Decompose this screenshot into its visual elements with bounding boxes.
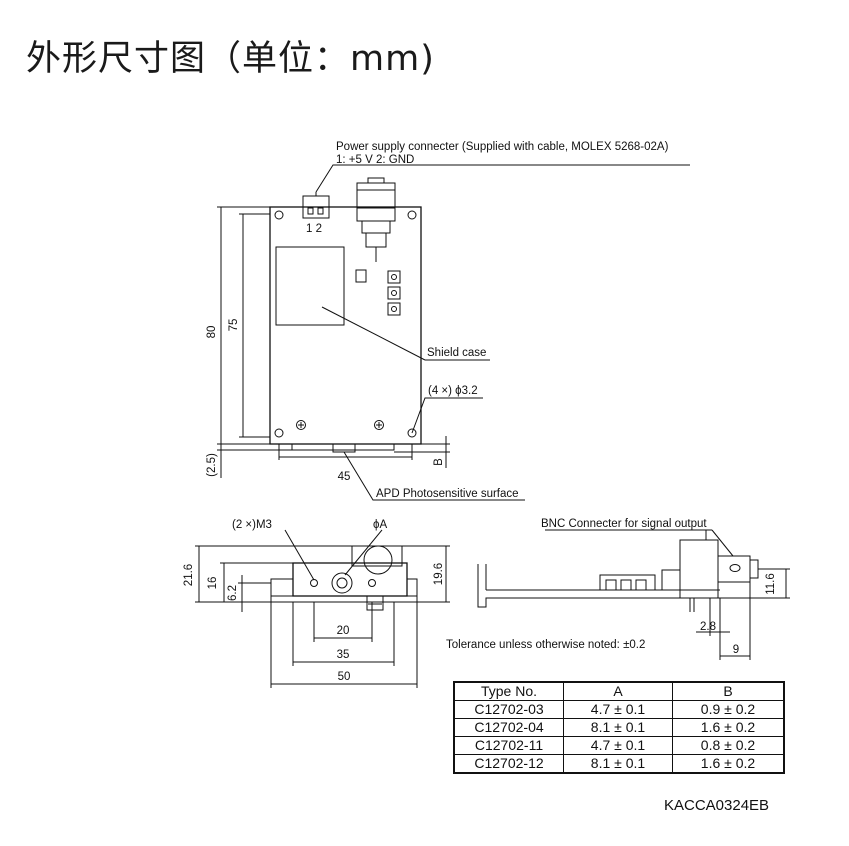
mount-hole [274, 428, 284, 438]
dim-35: 35 [337, 649, 350, 661]
b-cell: 1.6 ± 0.2 [672, 718, 785, 737]
power-pin-label: 1: +5 V 2: GND [336, 154, 414, 166]
a-cell: 8.1 ± 0.1 [563, 754, 673, 774]
header-b: B [672, 681, 785, 701]
mount-hole [407, 210, 417, 220]
dim-45: 45 [338, 471, 351, 483]
dim-80: 80 [206, 326, 218, 339]
shield-case [275, 246, 345, 326]
dim-b: B [433, 458, 445, 466]
table-row: C12702-03 4.7 ± 0.1 0.9 ± 0.2 [453, 700, 785, 719]
type-cell: C12702-11 [453, 736, 564, 755]
dim-2-5: (2.5) [206, 453, 218, 477]
dim-75: 75 [228, 319, 240, 332]
header-type-no: Type No. [453, 681, 564, 701]
table-row: C12702-11 4.7 ± 0.1 0.8 ± 0.2 [453, 736, 785, 755]
header-a: A [563, 681, 673, 701]
mount-hole [407, 428, 417, 438]
phi-a-label: ϕA [373, 519, 387, 531]
apd-label: APD Photosensitive surface [376, 488, 519, 500]
mount-hole [274, 210, 284, 220]
apd-window [331, 572, 353, 594]
b-cell: 0.9 ± 0.2 [672, 700, 785, 719]
power-connector-label: Power supply connecter (Supplied with ca… [336, 141, 669, 153]
dim-6-2: 6.2 [227, 585, 239, 601]
table-header-row: Type No. A B [453, 681, 785, 701]
dim-20: 20 [337, 625, 350, 637]
dim-19-6: 19.6 [433, 563, 445, 585]
a-cell: 4.7 ± 0.1 [563, 700, 673, 719]
shield-case-label: Shield case [427, 347, 486, 359]
dim-2-8: 2.8 [700, 621, 716, 633]
m3-label: (2 ×)M3 [232, 519, 272, 531]
type-cell: C12702-03 [453, 700, 564, 719]
table-row: C12702-12 8.1 ± 0.1 1.6 ± 0.2 [453, 754, 785, 774]
bnc-connector [356, 182, 396, 222]
type-spec-table: Type No. A B C12702-03 4.7 ± 0.1 0.9 ± 0… [453, 681, 785, 774]
holes-label: (4 ×) ϕ3.2 [428, 385, 478, 397]
b-cell: 0.8 ± 0.2 [672, 736, 785, 755]
page-title: 外形尺寸图（单位：mm) [26, 39, 435, 79]
dim-50: 50 [338, 671, 351, 683]
pin-numbers: 1 2 [306, 223, 322, 235]
a-cell: 4.7 ± 0.1 [563, 736, 673, 755]
dim-21-6: 21.6 [183, 564, 195, 586]
b-cell: 1.6 ± 0.2 [672, 754, 785, 774]
dim-16: 16 [207, 577, 219, 590]
table-row: C12702-04 8.1 ± 0.1 1.6 ± 0.2 [453, 718, 785, 737]
type-cell: C12702-12 [453, 754, 564, 774]
dim-9: 9 [733, 644, 739, 656]
side-view-board [477, 564, 720, 608]
type-cell: C12702-04 [453, 718, 564, 737]
figure-id: KACCA0324EB [664, 797, 770, 814]
tolerance-note: Tolerance unless otherwise noted: ±0.2 [446, 639, 645, 651]
bnc-label: BNC Connecter for signal output [541, 518, 707, 530]
dim-11-6: 11.6 [765, 573, 777, 595]
a-cell: 8.1 ± 0.1 [563, 718, 673, 737]
